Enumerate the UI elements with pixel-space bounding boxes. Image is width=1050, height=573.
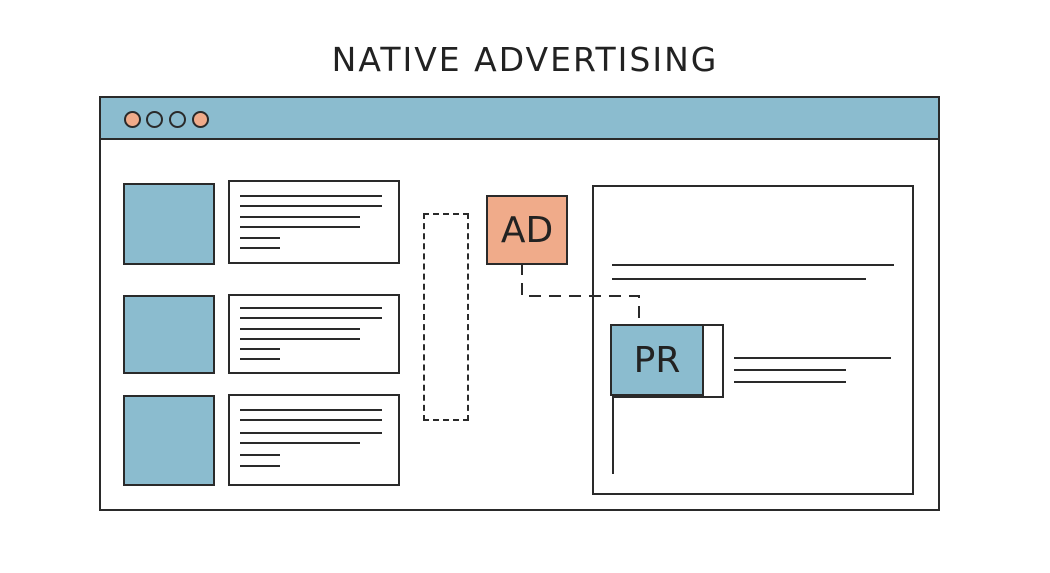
- text-line: [612, 264, 894, 266]
- text-line: [240, 348, 280, 350]
- text-line: [734, 381, 846, 383]
- text-line: [612, 278, 866, 280]
- text-line: [240, 432, 382, 434]
- text-line: [240, 195, 382, 197]
- text-line: [240, 419, 382, 421]
- ad-to-pr-connector: [521, 263, 640, 322]
- text-line: [240, 358, 280, 360]
- text-line: [240, 454, 280, 456]
- window-dot-1: [124, 111, 141, 128]
- window-dot-4: [192, 111, 209, 128]
- text-line: [240, 216, 360, 218]
- feed-thumbnail-3: [123, 395, 215, 486]
- feed-thumbnail-2: [123, 295, 215, 374]
- text-line: [240, 317, 382, 319]
- text-line: [240, 226, 360, 228]
- text-line: [240, 247, 280, 249]
- text-line: [240, 307, 382, 309]
- text-line: [240, 328, 360, 330]
- browser-window: AD PR: [99, 96, 940, 511]
- text-line: [240, 465, 280, 467]
- feed-thumbnail-1: [123, 183, 215, 265]
- feed-card-1: [228, 180, 400, 264]
- text-line: [240, 205, 382, 207]
- pr-label: PR: [633, 339, 681, 381]
- window-titlebar: [101, 98, 938, 140]
- window-dot-3: [169, 111, 186, 128]
- ad-label: AD: [500, 209, 554, 251]
- feed-card-2: [228, 294, 400, 374]
- ad-box: AD: [486, 195, 568, 265]
- text-line: [240, 338, 360, 340]
- text-line: [240, 237, 280, 239]
- feed-card-3: [228, 394, 400, 486]
- dashed-placeholder-column: [423, 213, 469, 421]
- window-dot-2: [146, 111, 163, 128]
- diagram-title: NATIVE ADVERTISING: [331, 40, 719, 79]
- article-panel: PR: [592, 185, 914, 495]
- text-line: [734, 357, 891, 359]
- pr-box: PR: [610, 324, 704, 396]
- text-line: [240, 409, 382, 411]
- article-vertical-line: [612, 394, 614, 474]
- text-line: [240, 442, 360, 444]
- text-line: [734, 369, 846, 371]
